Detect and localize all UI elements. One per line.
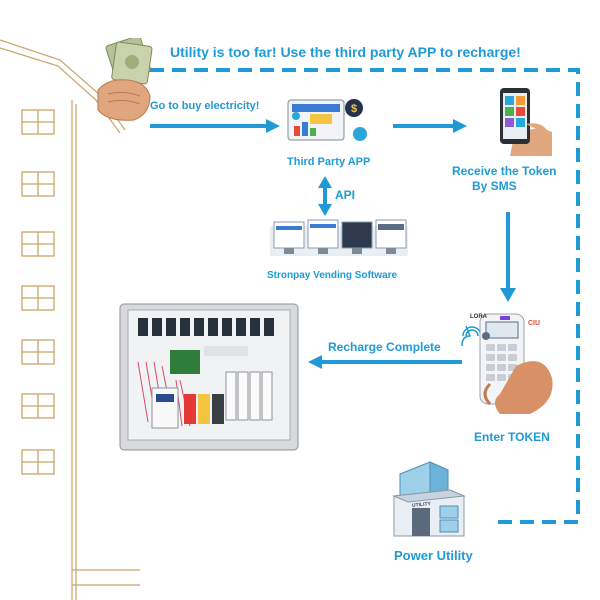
smartphone-icon [500,88,552,156]
ciu-label: CIU [528,320,541,327]
cash-hand-icon [97,38,153,121]
vending-software-icon [270,219,408,256]
software-label: Stronpay Vending Software [267,270,398,281]
arrow-sms-to-ciu [500,212,516,302]
app-label: Third Party APP [287,156,371,168]
svg-text:$: $ [351,103,357,115]
ciu-keypad-icon [461,313,553,414]
lora-label: LORA [470,314,487,320]
arrow-app-to-phone [393,119,467,133]
sms-label-line2: By SMS [472,179,517,193]
api-label: API [335,188,356,202]
enter-token-label: Enter TOKEN [474,430,550,444]
buy-label: Go to buy electricity! [150,100,260,112]
headline: Utility is too far! Use the third party … [170,44,521,60]
meter-box-icon [119,303,299,451]
arrow-ciu-to-meter [308,355,462,369]
apartment-building-icon [0,39,140,600]
recharge-label: Recharge Complete [328,340,441,354]
power-utility-label: Power Utility [394,548,473,563]
arrow-api-bidirectional [318,176,332,216]
sms-label-line1: Receive the Token [452,164,557,178]
arrow-buy-to-app [150,119,280,133]
third-party-app-icon: $ [287,99,367,141]
power-utility-building-icon [392,461,466,537]
